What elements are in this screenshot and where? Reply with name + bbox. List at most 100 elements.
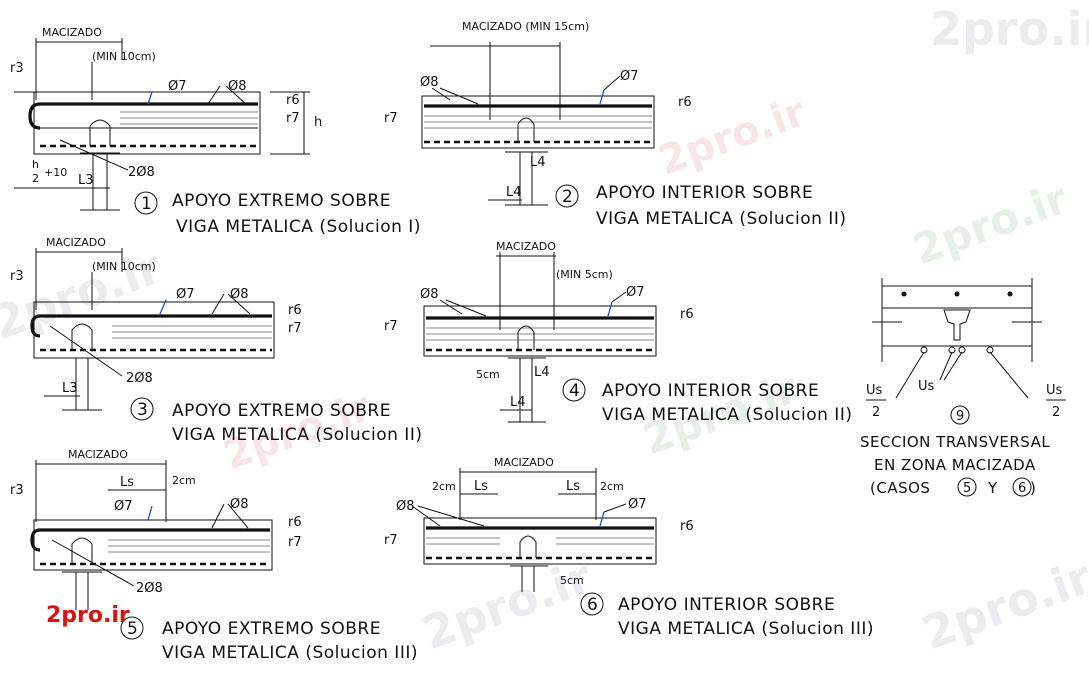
- detail-number: 3: [137, 400, 148, 420]
- l4-label: L4: [510, 395, 526, 410]
- r7-label: r7: [384, 319, 398, 334]
- section-number: 9: [956, 409, 964, 424]
- us-label: Us: [1046, 383, 1063, 398]
- macizado-label: MACIZADO: [46, 236, 106, 249]
- detail-number-circle: [130, 397, 154, 421]
- detail-title: APOYO INTERIOR SOBRE: [596, 183, 813, 203]
- watermark: 2pro.ir: [930, 2, 1089, 56]
- l3-label: L3: [62, 381, 78, 396]
- macizado-label: MACIZADO: [68, 448, 128, 461]
- section-title-line1: SECCION TRANSVERSAL: [860, 433, 1050, 451]
- site-logo: 2pro.ir: [46, 603, 130, 628]
- detail-subtitle: VIGA METALICA (Solucion II): [172, 425, 422, 445]
- l4-label: L4: [530, 155, 546, 170]
- detail-title: APOYO INTERIOR SOBRE: [618, 595, 835, 615]
- phi7-label: Ø7: [114, 499, 133, 514]
- detail-number-circle: [562, 378, 586, 402]
- phi7-label: Ø7: [168, 79, 187, 94]
- detail-4: MACIZADO (MIN 5cm) Ø8 Ø7 r6 r7 5cm L4 L4…: [384, 240, 852, 425]
- watermark: 2pro.ir: [915, 550, 1089, 661]
- phi8-label: Ø8: [228, 79, 247, 94]
- two-phi8-label: 2Ø8: [128, 165, 155, 180]
- detail-1: MACIZADO (MIN 10cm) r3 Ø7 Ø8 r6 r7 h 2Ø8…: [10, 26, 420, 237]
- us-denominator: 2: [872, 405, 880, 420]
- 5cm-label: 5cm: [560, 574, 584, 587]
- 2cm-label: 2cm: [600, 480, 624, 493]
- us-label: Us: [866, 383, 883, 398]
- macizado-label: MACIZADO: [496, 240, 556, 253]
- us-denominator: 2: [1052, 405, 1060, 420]
- phi7-label: Ø7: [626, 285, 645, 300]
- r3-label: r3: [10, 61, 24, 76]
- detail-5: MACIZADO Ls 2cm r3 Ø7 Ø8 r6 r7 2Ø8 5 APO…: [10, 448, 418, 663]
- detail-number-circle: [555, 184, 579, 208]
- min-10-label: (MIN 10cm): [92, 260, 156, 273]
- case-5-ref: 5: [963, 481, 971, 496]
- section-close: ): [1030, 479, 1036, 497]
- r6-label: r6: [678, 95, 692, 110]
- r7-label: r7: [288, 321, 302, 336]
- detail-3: MACIZADO (MIN 10cm) r3 Ø7 Ø8 r6 r7 2Ø8 L…: [10, 236, 422, 445]
- phi7-label: Ø7: [628, 497, 647, 512]
- watermark: 2pro.ir: [653, 89, 812, 184]
- section-9: Us 2 Us Us 2 9 SECCION TRANSVERSAL EN ZO…: [860, 278, 1066, 497]
- macizado-label: MACIZADO: [494, 456, 554, 469]
- h-over-2-denom: 2: [32, 172, 39, 185]
- detail-number: 4: [569, 381, 580, 401]
- watermark: 2pro.ir: [0, 240, 169, 351]
- detail-number: 1: [141, 194, 152, 214]
- two-phi8-label: 2Ø8: [136, 581, 163, 596]
- phi8-label: Ø8: [230, 287, 249, 302]
- r6-label: r6: [680, 307, 694, 322]
- ls-label: Ls: [474, 479, 488, 494]
- watermark-layer: 2pro.ir 2pro.ir 2pro.ir 2pro.ir 2pro.ir …: [0, 2, 1089, 660]
- detail-subtitle: VIGA METALICA (Solucion II): [596, 209, 846, 229]
- ls-label: Ls: [566, 479, 580, 494]
- ls-label: Ls: [120, 475, 134, 490]
- min-10-label: (MIN 10cm): [92, 50, 156, 63]
- detail-number: 5: [127, 619, 138, 639]
- r7-label: r7: [286, 111, 300, 126]
- detail-number: 2: [562, 187, 573, 207]
- phi8-label: Ø8: [420, 75, 439, 90]
- two-phi8-label: 2Ø8: [126, 371, 153, 386]
- l4-label: L4: [534, 365, 550, 380]
- section-title-line3: (CASOS: [870, 479, 930, 497]
- phi8-label: Ø8: [230, 497, 249, 512]
- r7-label: r7: [384, 533, 398, 548]
- detail-2: MACIZADO (MIN 15cm) Ø8 Ø7 r6 r7 L4 L4 2 …: [384, 20, 846, 229]
- macizado-label: MACIZADO: [42, 26, 102, 39]
- 2cm-label: 2cm: [432, 480, 456, 493]
- detail-subtitle: VIGA METALICA (Solucion III): [618, 619, 874, 639]
- phi7-label: Ø7: [620, 69, 639, 84]
- detail-title: APOYO EXTREMO SOBRE: [172, 191, 391, 211]
- detail-subtitle: VIGA METALICA (Solucion II): [602, 405, 852, 425]
- macizado-min15-label: MACIZADO (MIN 15cm): [462, 20, 589, 33]
- phi7-label: Ø7: [176, 287, 195, 302]
- section-number-circle: [950, 405, 970, 425]
- section-y: Y: [987, 479, 998, 497]
- l3-label: L3: [78, 173, 94, 188]
- plus10-label: +10: [44, 166, 67, 179]
- l4-label: L4: [506, 185, 522, 200]
- min-5-label: (MIN 5cm): [556, 268, 613, 281]
- 2cm-label: 2cm: [172, 474, 196, 487]
- phi8-label: Ø8: [396, 499, 415, 514]
- 5cm-label: 5cm: [476, 368, 500, 381]
- r3-label: r3: [10, 483, 24, 498]
- detail-number-circle: [580, 592, 604, 616]
- detail-title: APOYO EXTREMO SOBRE: [162, 619, 381, 639]
- detail-title: APOYO EXTREMO SOBRE: [172, 401, 391, 421]
- detail-number: 6: [587, 595, 598, 615]
- watermark: 2pro.ir: [907, 174, 1074, 275]
- detail-6: MACIZADO 2cm Ls Ls 2cm 5cm Ø8 Ø7 r6 r7 6…: [384, 456, 874, 639]
- r6-label: r6: [286, 93, 300, 108]
- detail-subtitle: VIGA METALICA (Solucion III): [162, 643, 418, 663]
- watermark: 2pro.ir: [415, 550, 598, 661]
- h-label: h: [314, 115, 322, 130]
- r6-label: r6: [680, 519, 694, 534]
- r3-label: r3: [10, 269, 24, 284]
- r6-label: r6: [288, 515, 302, 530]
